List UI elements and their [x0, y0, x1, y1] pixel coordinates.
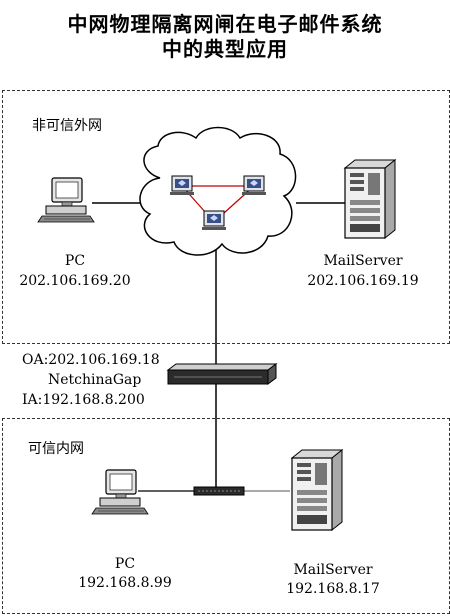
trusted-server-ip: 192.168.8.17	[286, 581, 380, 597]
gap-inner-address: IA:192.168.8.200	[22, 392, 145, 408]
internet-cloud-icon	[139, 126, 297, 256]
cloud-node-icon	[242, 175, 266, 195]
trusted-pc-icon	[91, 469, 149, 515]
untrusted-pc-icon	[37, 177, 95, 223]
gap-device-name: NetchinaGap	[48, 372, 142, 388]
cloud-node-icon	[170, 175, 194, 195]
switch-icon	[193, 486, 245, 496]
diagram-title-line1: 中网物理隔离网闸在电子邮件系统	[67, 12, 383, 36]
untrusted-mailserver-icon	[343, 158, 397, 240]
cloud-node-icon	[202, 210, 226, 230]
trusted-network-label: 可信内网	[28, 441, 84, 457]
trusted-server-name: MailServer	[293, 562, 373, 578]
trusted-pc-ip: 192.168.8.99	[78, 575, 172, 591]
diagram-title-line2: 中的典型应用	[162, 37, 288, 61]
untrusted-server-ip: 202.106.169.19	[307, 273, 419, 289]
trusted-pc-name: PC	[114, 556, 136, 572]
netchinagap-device-icon	[166, 363, 278, 385]
trusted-mailserver-icon	[290, 448, 344, 532]
untrusted-pc-ip: 202.106.169.20	[19, 273, 131, 289]
untrusted-pc-name: PC	[64, 253, 86, 269]
untrusted-server-name: MailServer	[323, 253, 403, 269]
untrusted-network-label: 非可信外网	[32, 118, 102, 134]
gap-outer-address: OA:202.106.169.18	[22, 352, 160, 368]
